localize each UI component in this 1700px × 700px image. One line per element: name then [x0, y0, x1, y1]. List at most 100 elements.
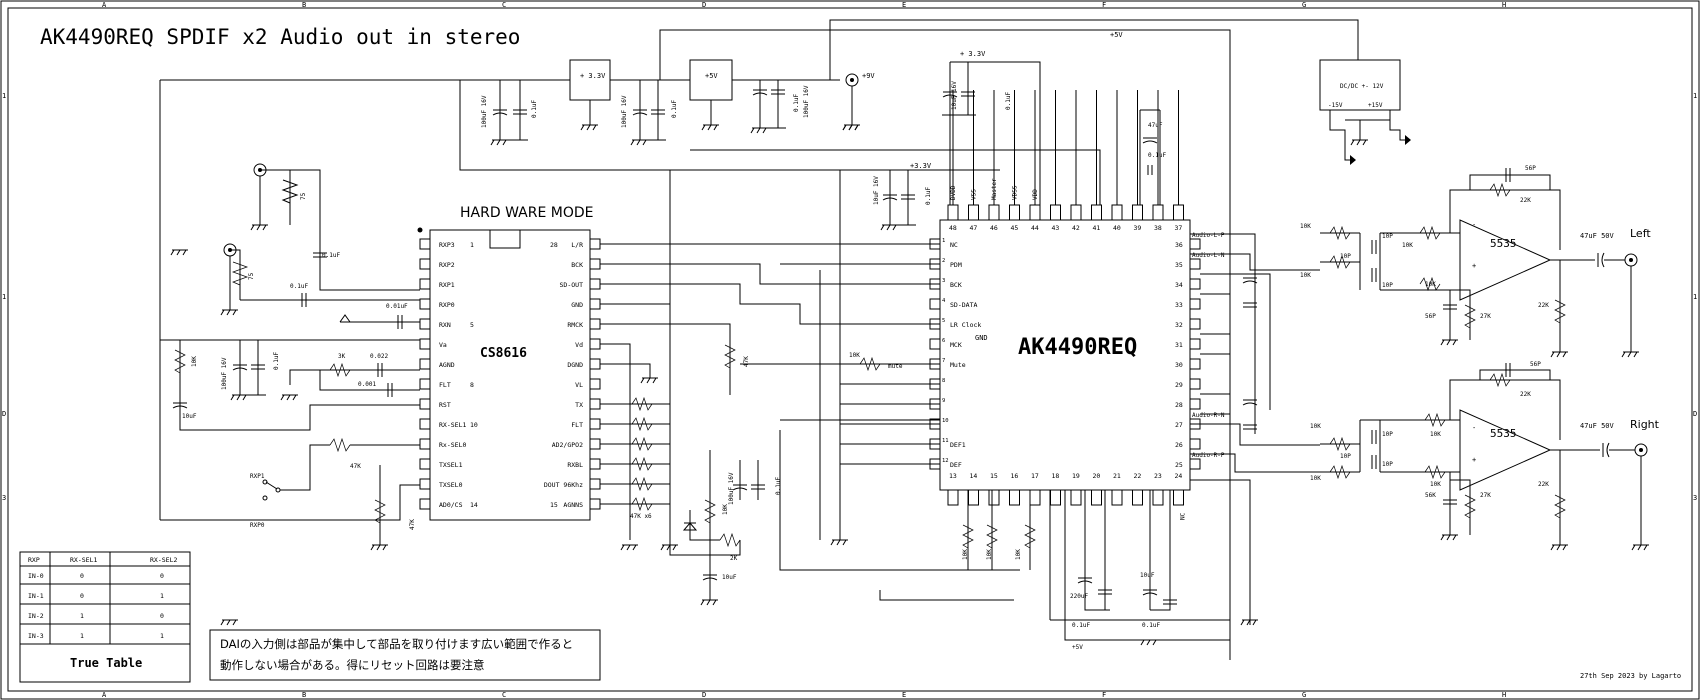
cs8616-pin-label: TX — [575, 401, 583, 409]
ak4490-pin — [1091, 489, 1102, 506]
ak4490-pin-number: 46 — [990, 224, 998, 232]
resistor-fb-b — [1419, 276, 1441, 292]
ground-symbol — [580, 124, 598, 131]
ground-symbol — [1550, 544, 1568, 551]
ground-symbol — [630, 139, 648, 146]
wire — [260, 169, 291, 225]
cs8616-pin — [589, 318, 601, 330]
wire — [1084, 490, 1110, 611]
ak4490-pin-number: 34 — [1175, 281, 1183, 289]
resistor-3k — [329, 362, 351, 378]
dcdc-label: DC/DC +- 12V — [1340, 83, 1384, 90]
ground-symbol — [1140, 639, 1158, 646]
cs8616-pin-label: RST — [439, 401, 451, 409]
wire — [779, 430, 1020, 571]
zone-col: C — [502, 691, 506, 699]
switch-rxp1-label: RXP1 — [250, 473, 265, 480]
res-label: 22K — [1538, 481, 1549, 488]
cap-label: 100uF 16V — [221, 357, 228, 390]
ak4490-pin-number: 28 — [1175, 401, 1183, 409]
ground-symbol — [490, 139, 508, 146]
ak4490-pin — [929, 418, 941, 430]
resistor-in-a — [1329, 225, 1351, 241]
cs8616-pin — [589, 398, 601, 410]
cs8616-pin-label: RXP0 — [439, 301, 455, 309]
cap-label: 56K — [1425, 492, 1436, 499]
cs8616-pin — [419, 498, 431, 510]
ak4490-pin-number: 11 — [942, 438, 949, 444]
reset-circuit: 2K 10uF 10K 100uF 16V 0.1uF — [682, 450, 782, 600]
ak4490-pin — [1070, 489, 1082, 506]
wire — [1190, 453, 1320, 473]
ground-symbol — [1550, 351, 1568, 358]
ak4490-pin-number: 6 — [942, 338, 945, 344]
cs8616-pin-label: Va — [439, 341, 447, 349]
ak4490-pin-number: 19 — [1072, 472, 1080, 480]
ground-symbol — [640, 377, 658, 384]
ak4490-pin — [947, 204, 959, 221]
cs8616-pin-number: 14 — [470, 501, 478, 509]
ak4490-name: AK4490REQ — [1018, 335, 1137, 360]
ak4490-pin — [1111, 204, 1123, 221]
cap-label: 10uF 16V — [873, 176, 880, 205]
ak-bottom-network: 10K 10K 10K 220uF 0.1uF 10uF 0.1uF +5V — [962, 479, 1251, 651]
cap-label: 10uF — [722, 574, 737, 581]
ak4490-pin-label: Mute — [950, 361, 966, 369]
wire — [600, 303, 671, 540]
ak4490-pin-number: 42 — [1072, 224, 1080, 232]
ak4490-pin — [1189, 458, 1201, 470]
ak4490-pin-number: 47 — [970, 224, 978, 232]
ak4490-pin-label: Audio-R-N — [1192, 412, 1225, 419]
truth-table-cell: 0 — [160, 572, 164, 580]
ak4490-pin-number: 23 — [1154, 472, 1162, 480]
wire — [690, 149, 1101, 205]
ak4490-pin — [947, 489, 959, 506]
res-label: 10K — [849, 352, 860, 359]
cs8616-pin-label: AD0/CS — [439, 501, 463, 509]
truth-table-cell: 0 — [80, 592, 84, 600]
schematic-title: AK4490REQ SPDIF x2 Audio out in stereo — [40, 25, 520, 49]
ak4490-pin — [1050, 204, 1061, 221]
cs8616-notch — [489, 229, 521, 249]
truth-table-cell: 1 — [80, 612, 84, 620]
res-label: 10K — [1300, 223, 1311, 230]
zone-col: E — [902, 691, 906, 699]
cap-label: 56P — [1530, 361, 1541, 368]
cs8616-pin — [419, 478, 431, 490]
truth-table-header: RX-SEL1 — [70, 556, 97, 564]
ground-symbol — [220, 309, 238, 316]
ak4490-pin-number: 3 — [942, 278, 945, 284]
wire — [1190, 423, 1320, 446]
arrow-neg — [1350, 155, 1356, 165]
wire — [600, 323, 731, 395]
ground-symbol — [1621, 351, 1639, 358]
ak4490-pin — [1189, 398, 1201, 410]
cap-label: 10P — [1382, 282, 1393, 289]
ak4490-pin-number: 10 — [942, 418, 949, 424]
hardware-mode-label: HARD WARE MODE — [460, 205, 593, 221]
wire — [1190, 233, 1256, 434]
cap-label: 0.1uF — [671, 100, 678, 118]
res-label: 10K — [1430, 431, 1441, 438]
wire-feedback-cap — [1479, 369, 1551, 380]
zone-col: H — [1502, 691, 1506, 699]
ak4490-pin — [1111, 489, 1123, 506]
pin1-marker — [417, 227, 423, 233]
cs8616-pin-number: 10 — [470, 421, 478, 429]
cs8616-pin-label: AD2/GPO2 — [552, 441, 583, 449]
ground-symbol — [220, 619, 238, 626]
wire-rst — [179, 340, 420, 431]
ak4490-pin-number: 39 — [1134, 224, 1142, 232]
cap-label: 0.1uF — [793, 94, 800, 112]
ak4490-pin — [1091, 204, 1102, 221]
ak4490-pin-number: 15 — [990, 472, 998, 480]
cs8616-pin-label: RXP3 — [439, 241, 455, 249]
resistor-fb-b — [1424, 464, 1446, 480]
ground-symbol — [1440, 534, 1458, 541]
cap-label: 0.1uF — [1142, 622, 1160, 629]
zone-row: 1 — [2, 293, 6, 301]
truth-table-header: RXP — [28, 556, 40, 564]
opamp-symbol — [1459, 219, 1552, 301]
ak4490-pin — [1152, 489, 1164, 506]
